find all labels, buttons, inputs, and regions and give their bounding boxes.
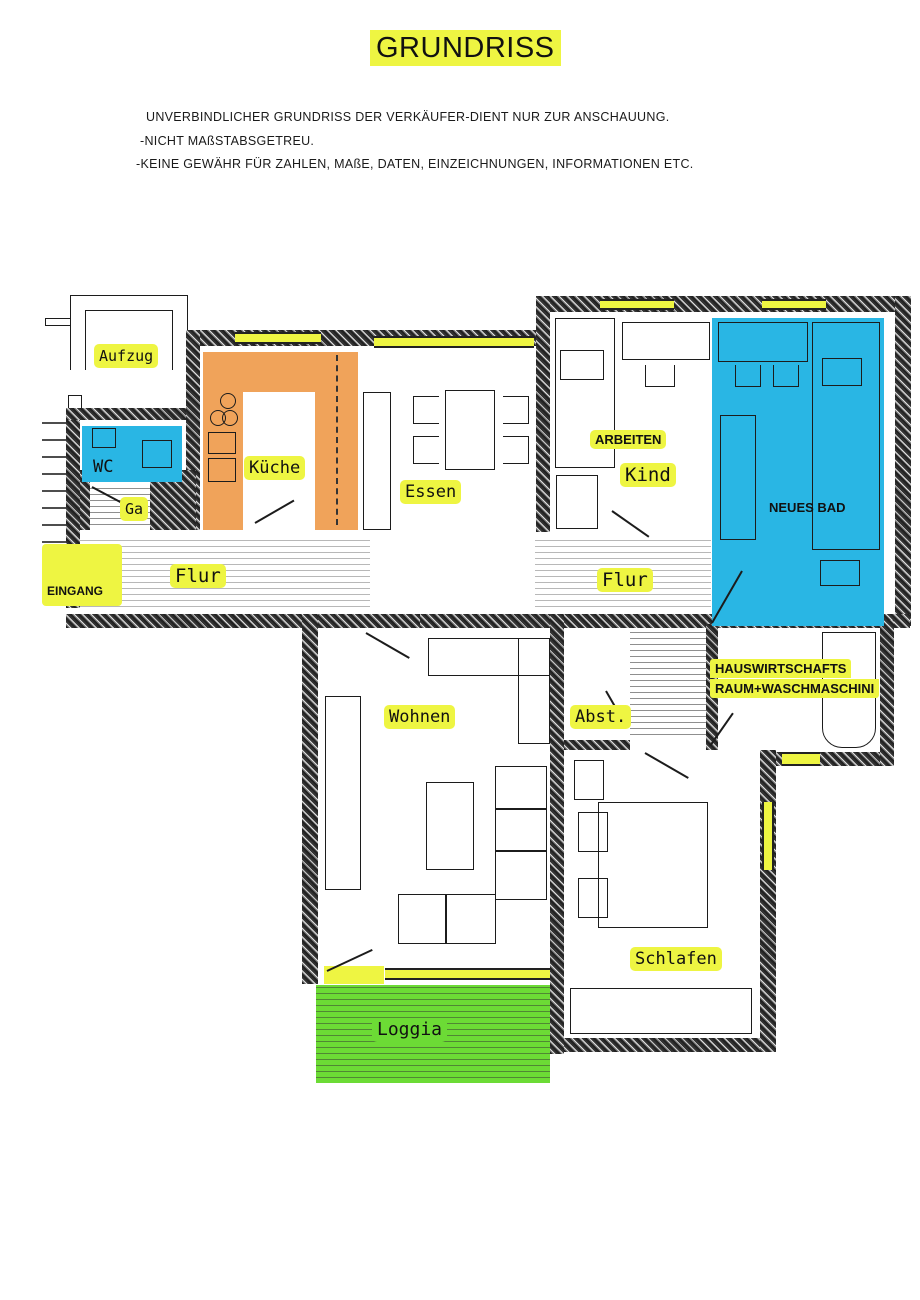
sofa-seat: [446, 894, 496, 944]
disclaimer-line-2: -NICHT MAßSTABSGETREU.: [140, 134, 315, 148]
wc-basin: [92, 428, 116, 448]
kind-desk: [622, 322, 710, 360]
wall: [66, 408, 196, 420]
loggia-door-highlight: [324, 966, 384, 984]
kind-cabinet: [556, 475, 598, 529]
wall: [895, 296, 911, 626]
kind-bed: [555, 318, 615, 468]
room-label-aufzug: Aufzug: [94, 344, 159, 368]
room-label-kind: Kind: [620, 463, 676, 487]
kitchen-oven: [208, 458, 236, 482]
wardrobe: [570, 988, 752, 1034]
wall: [536, 296, 550, 532]
wall: [880, 620, 894, 766]
bath-tap: [822, 358, 862, 386]
room-label-abst: Abst.: [570, 705, 632, 729]
nightstand: [578, 812, 608, 852]
room-label-hauswirtschaft-2: RAUM+WASCHMASCHINI: [710, 679, 880, 698]
room-label-schlafen: Schlafen: [630, 947, 722, 971]
bath-basin: [735, 365, 761, 387]
window-kind: [600, 299, 674, 310]
room-label-flur-right: Flur: [597, 568, 653, 592]
sofa-seat: [495, 808, 547, 852]
elevator-rail: [45, 318, 71, 326]
sofa-seat: [495, 766, 547, 810]
wall: [80, 470, 90, 530]
stair-lines-left: [42, 408, 66, 558]
door-swing: [611, 510, 650, 538]
chair: [413, 436, 439, 464]
kind-stool: [645, 365, 675, 387]
room-label-kueche: Küche: [244, 456, 306, 480]
wall: [302, 614, 318, 984]
double-bed: [598, 802, 708, 928]
window-kitchen: [235, 332, 321, 344]
disclaimer-line-3: -KEINE GEWÄHR FÜR ZAHLEN, MAßE, DATEN, E…: [136, 157, 694, 171]
door-swing: [254, 499, 295, 524]
room-label-ga: Ga: [120, 497, 149, 521]
bath-tub: [812, 322, 880, 550]
nightstand: [574, 760, 604, 800]
window-wohnen-loggia: [385, 968, 550, 980]
window-hauswirtschaft: [782, 752, 820, 766]
wohnen-shelf: [325, 696, 361, 890]
room-label-loggia: Loggia: [372, 1018, 448, 1042]
nightstand: [578, 878, 608, 918]
kind-chair: [560, 350, 604, 380]
door-swing: [365, 632, 410, 659]
wall: [536, 296, 911, 312]
room-label-essen: Essen: [400, 480, 462, 504]
stove-burner: [222, 410, 238, 426]
sofa-seat: [495, 850, 547, 900]
wc-fill: [82, 426, 182, 482]
wall: [760, 750, 776, 1052]
entrance-highlight: [42, 544, 122, 606]
room-label-wohnen: Wohnen: [384, 705, 456, 729]
elevator-shaft-inner: [85, 310, 173, 370]
wohnen-l-sofa: [428, 638, 550, 676]
wall: [66, 614, 421, 628]
stove-burner: [220, 393, 236, 409]
room-label-hauswirtschaft-1: HAUSWIRTSCHAFTS: [710, 659, 852, 678]
bath-tap: [820, 560, 860, 586]
coffee-table: [426, 782, 474, 870]
bath-basin: [773, 365, 799, 387]
window-schlafen: [762, 802, 774, 870]
chair: [413, 396, 439, 424]
wall: [564, 1038, 776, 1052]
stair-hatch: [630, 628, 706, 740]
room-label-wc: WC: [93, 457, 114, 477]
kitchen-sink: [208, 432, 236, 454]
room-label-neues-bad: NEUES BAD: [769, 500, 846, 515]
wall: [564, 740, 630, 750]
chair: [503, 436, 529, 464]
wall: [550, 614, 564, 1054]
wohnen-l-sofa-arm: [518, 638, 550, 744]
dining-table: [445, 390, 495, 470]
window-essen: [374, 336, 534, 348]
disclaimer-line-1: UNVERBINDLICHER GRUNDRISS DER VERKÄUFER-…: [146, 110, 670, 124]
room-label-flur-left: Flur: [170, 564, 226, 588]
sofa-seat: [398, 894, 446, 944]
room-label-arbeiten: ARBEITEN: [590, 430, 667, 449]
window-bad: [762, 299, 826, 310]
sideboard: [363, 392, 391, 530]
room-label-eingang: EINGANG: [47, 584, 104, 598]
door-swing: [644, 752, 689, 779]
chair: [503, 396, 529, 424]
wc-toilet: [142, 440, 172, 468]
page-title: GRUNDRISS: [370, 30, 561, 66]
bath-shower: [720, 415, 756, 540]
bath-vanity: [718, 322, 808, 362]
kitchen-dashed-line: [336, 355, 338, 525]
